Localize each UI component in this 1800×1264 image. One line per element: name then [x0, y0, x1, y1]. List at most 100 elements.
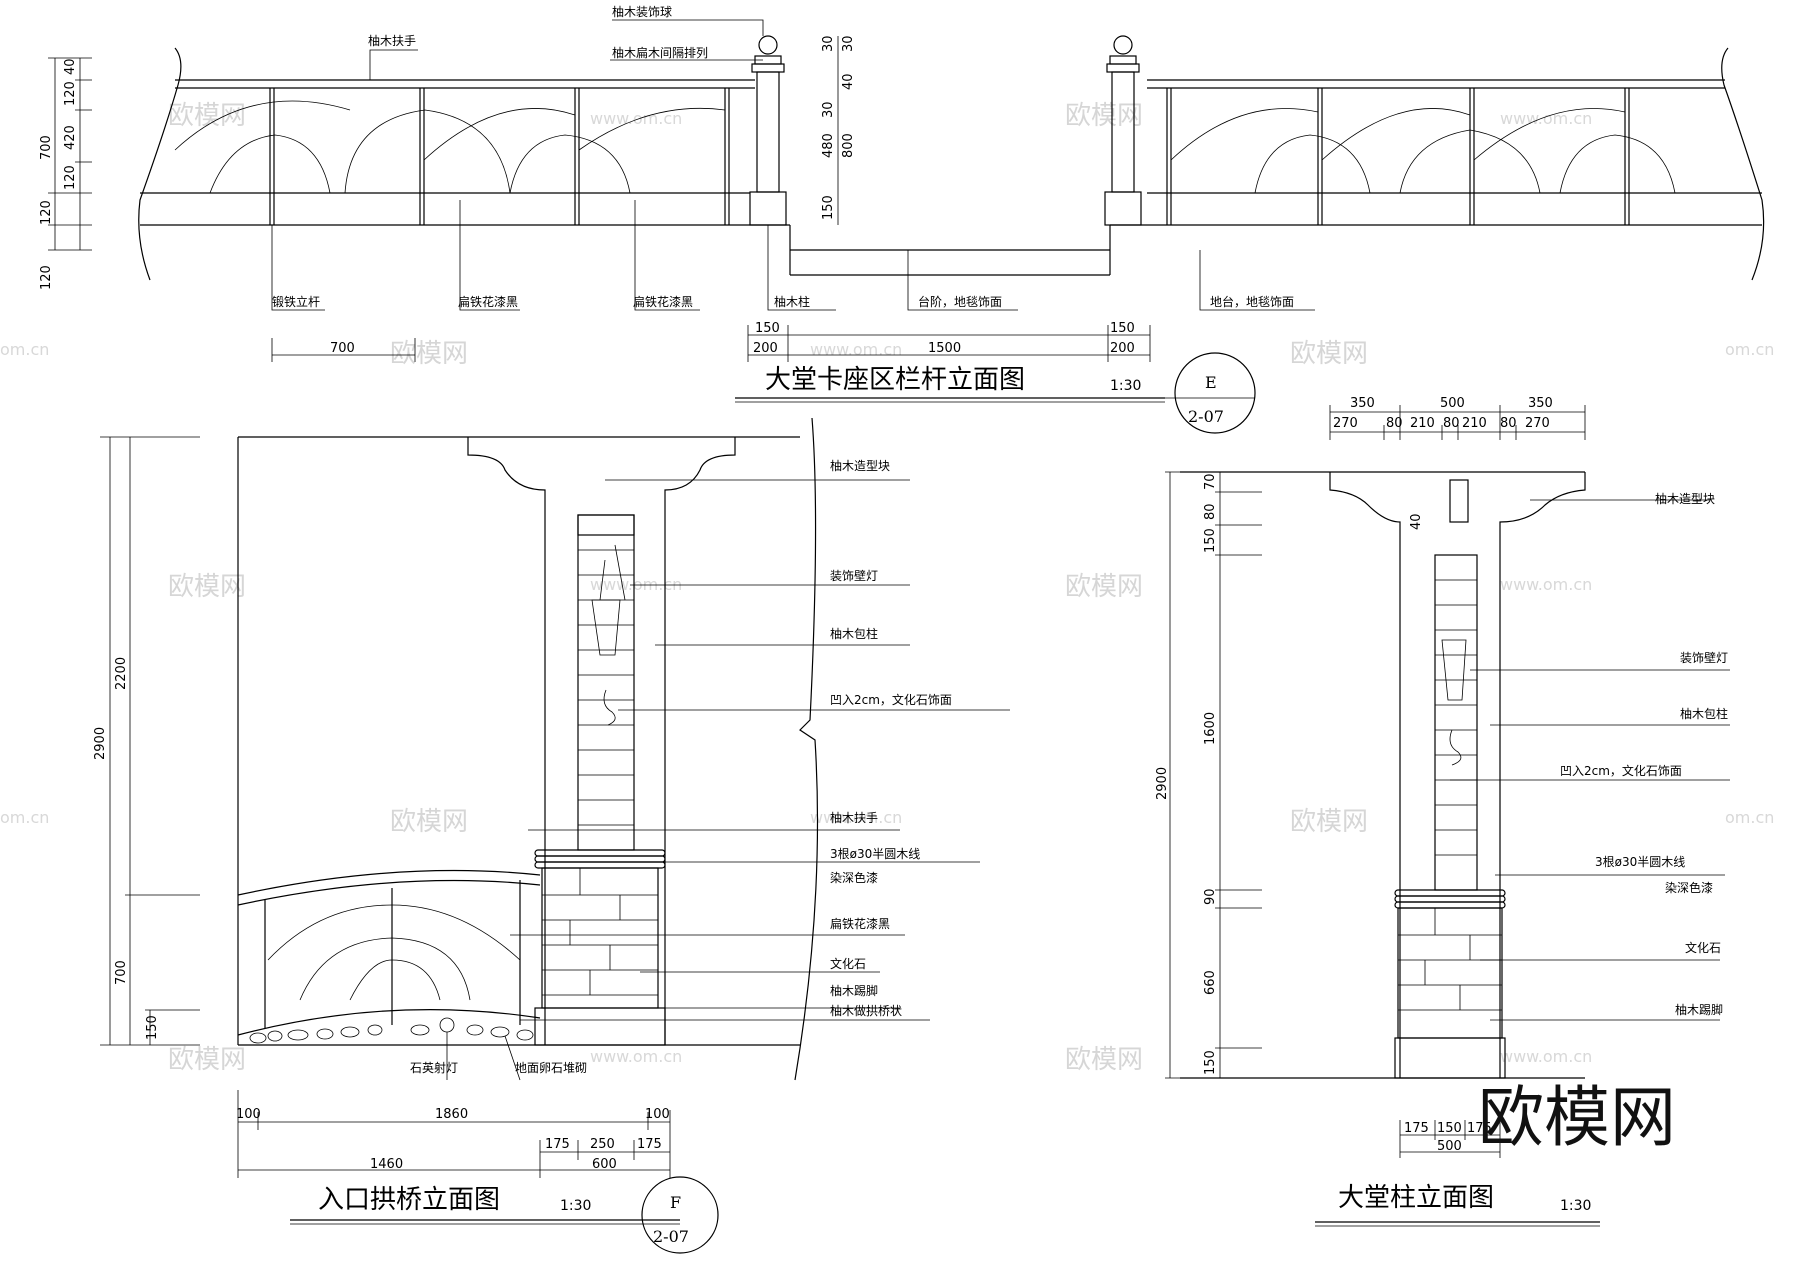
watermark-layer: 欧模网 www.om.cn 欧模网 www.om.cn om.cn 欧模网 ww…: [0, 101, 1774, 1075]
drawing-f-arch-bridge: 柚木造型块 装饰壁灯 柚木包柱 凹入2cm，文化石饰面 柚木扶手 3根ø30半圆…: [93, 417, 1010, 1254]
label: 锻铁立杆: [272, 294, 320, 309]
culture-stone-base: [1397, 907, 1503, 1039]
dim-value: 800: [841, 133, 856, 158]
dim-value: 210: [1462, 416, 1487, 431]
label: 柚木扁木间隔排列: [612, 45, 708, 60]
dim-value: 120: [63, 81, 78, 106]
label: 地台，地毯饰面: [1210, 294, 1294, 309]
iron-arch: [349, 959, 441, 1001]
detail-ref: 2-07: [1188, 407, 1224, 426]
leader-line: [271, 225, 325, 311]
watermark-url: om.cn: [1725, 340, 1774, 359]
dim-value: 80: [1386, 416, 1403, 431]
post-cap: [1109, 55, 1137, 65]
half-round-moulding: [534, 849, 666, 857]
dim-value: 80: [1203, 503, 1218, 520]
column-bracket-right: [1499, 472, 1586, 1078]
label: 扁铁花漆黑: [830, 916, 890, 931]
label: 柚木踢脚: [830, 983, 878, 998]
wall-lamp: [599, 544, 626, 601]
culture-stone-base: [541, 867, 659, 1009]
label: 装饰壁灯: [830, 568, 878, 583]
dim-value: 30: [821, 35, 836, 52]
column-block: [1449, 479, 1469, 523]
pebble: [249, 1032, 267, 1044]
dim-value: 210: [1410, 416, 1435, 431]
pebble: [410, 1024, 430, 1036]
dim-value: 100: [236, 1107, 261, 1122]
stone-pattern: [1435, 579, 1477, 856]
pebble: [367, 1024, 383, 1036]
dim-value: 420: [63, 125, 78, 150]
label: 柚木造型块: [1655, 491, 1715, 506]
teak-post-left: [749, 35, 787, 226]
label: 装饰壁灯: [1680, 650, 1728, 665]
stone-pattern: [1424, 908, 1471, 1010]
watermark-text: 欧模网: [168, 572, 246, 602]
dim-value: 660: [1203, 970, 1218, 995]
label: 柚木扶手: [368, 33, 416, 48]
iron-scroll: [267, 904, 393, 961]
label: 柚木柱: [774, 294, 810, 309]
column-bracket-left: [1329, 472, 1401, 1078]
dim-value: 2900: [93, 727, 108, 760]
dim-value: 150: [1203, 528, 1218, 553]
drawing-title: 大堂柱立面图: [1338, 1183, 1494, 1213]
label: 柚木踢脚: [1675, 1002, 1723, 1017]
label: 柚木包柱: [1680, 706, 1728, 721]
column-shaft-top: [577, 514, 635, 536]
watermark-text: 欧模网: [1290, 339, 1368, 369]
iron-scroll: [578, 107, 726, 151]
teak-skirting: [1394, 1037, 1506, 1079]
iron-arch: [209, 134, 331, 194]
label: 凹入2cm，文化石饰面: [1560, 763, 1682, 778]
dim-value: 2200: [114, 657, 129, 690]
post-shaft: [1111, 71, 1135, 193]
break-line: [794, 417, 819, 1081]
dim-value: 120: [63, 165, 78, 190]
label: 3根ø30半圆木线: [830, 847, 920, 861]
pebble: [490, 1026, 510, 1038]
dim-value: 150: [1110, 321, 1135, 336]
dim-value: 350: [1528, 396, 1553, 411]
label: 文化石: [830, 956, 866, 971]
watermark-text: 欧模网: [390, 339, 468, 369]
dim-value: 150: [1437, 1121, 1462, 1136]
dim-value: 200: [753, 341, 778, 356]
half-round-moulding: [1394, 895, 1506, 903]
wall-lamp: [1441, 639, 1467, 701]
detail-letter: E: [1205, 373, 1217, 392]
detail-letter: F: [670, 1193, 681, 1212]
teak-skirting: [534, 1007, 666, 1046]
leader-line: [504, 1035, 521, 1081]
pebble: [340, 1026, 360, 1038]
bridge-rail: [237, 869, 541, 896]
dim-value: 100: [645, 1107, 670, 1122]
watermark-url: om.cn: [0, 808, 49, 827]
stone-pattern: [1398, 934, 1502, 1011]
dim-value: 1600: [1203, 712, 1218, 745]
dim-value: 200: [1110, 341, 1135, 356]
iron-scroll: [174, 100, 351, 151]
leader-line: [612, 19, 764, 36]
pebble: [287, 1029, 309, 1041]
half-round-moulding: [534, 861, 666, 869]
pebble: [316, 1028, 334, 1040]
label: 3根ø30半圆木线: [1595, 855, 1685, 869]
watermark-url: www.om.cn: [590, 109, 682, 128]
dim-value: 40: [841, 73, 856, 90]
watermark-url: www.om.cn: [590, 1047, 682, 1066]
post-base: [1104, 191, 1142, 226]
teak-post-right: [1104, 35, 1142, 226]
wall-lamp: [591, 599, 621, 656]
label: 柚木装饰球: [612, 4, 672, 19]
iron-arch: [1399, 129, 1541, 194]
iron-scroll: [1170, 108, 1319, 161]
dim-value: 175: [1467, 1121, 1492, 1136]
bridge-rail: [237, 879, 541, 906]
watermark-url: www.om.cn: [1500, 1047, 1592, 1066]
label: 扁铁花漆黑: [458, 294, 518, 309]
dim-value: 1500: [928, 341, 961, 356]
dim-value: 1860: [435, 1107, 468, 1122]
